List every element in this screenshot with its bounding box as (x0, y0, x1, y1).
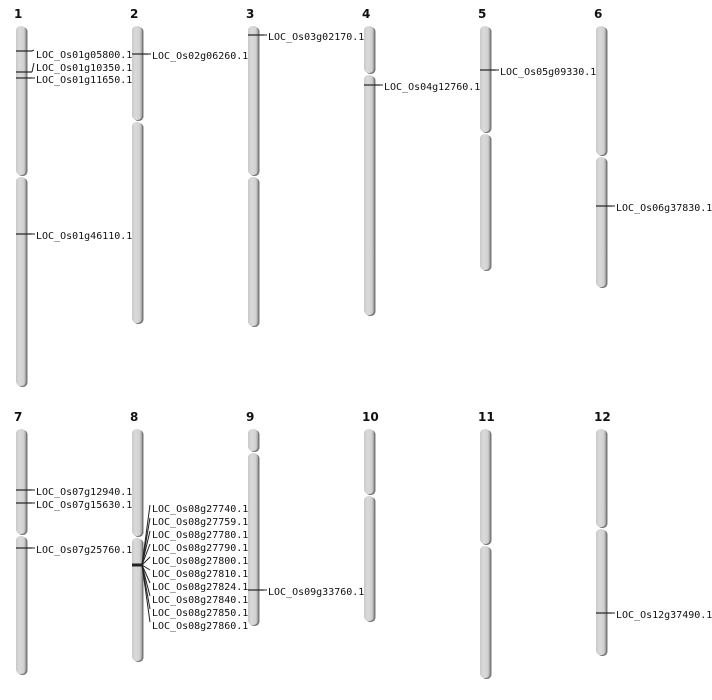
chromosome-number: 9 (246, 410, 254, 424)
chromosome-number: 11 (478, 410, 495, 424)
gene-label: LOC_Os08g27780.1 (152, 530, 248, 541)
gene-label: LOC_Os04g12760.1 (384, 82, 480, 93)
chromosome-q-arm (16, 177, 26, 386)
gene-label: LOC_Os12g37490.1 (616, 610, 712, 621)
chromosome-number: 3 (246, 7, 254, 21)
chromosome-p-arm (364, 429, 374, 494)
chromosome-number: 8 (130, 410, 138, 424)
gene-label: LOC_Os01g11650.1 (36, 75, 132, 86)
gene-connector (141, 564, 151, 571)
gene-label: LOC_Os08g27824.1 (152, 582, 248, 593)
chromosome-p-arm (480, 26, 490, 132)
gene-connector (141, 530, 151, 566)
chromosome-p-arm (16, 26, 26, 175)
gene-label: LOC_Os02g06260.1 (152, 51, 248, 62)
gene-label: LOC_Os07g25760.1 (36, 545, 132, 556)
chromosome-q-arm (364, 75, 374, 315)
gene-connector (141, 556, 151, 566)
gene-connector (141, 564, 151, 623)
chromosome-q-arm (480, 134, 490, 270)
gene-label: LOC_Os03g02170.1 (268, 32, 364, 43)
chromosome-p-arm (16, 429, 26, 534)
gene-connector (31, 49, 35, 52)
gene-label: LOC_Os08g27790.1 (152, 543, 248, 554)
gene-label: LOC_Os06g37830.1 (616, 203, 712, 214)
gene-label: LOC_Os08g27810.1 (152, 569, 248, 580)
gene-connector (141, 564, 151, 584)
gene-label: LOC_Os05g09330.1 (500, 67, 596, 78)
chromosome-q-arm (480, 546, 490, 678)
chromosome-number: 7 (14, 410, 22, 424)
gene-connector (31, 62, 35, 73)
chromosome-q-arm (132, 538, 142, 661)
gene-label: LOC_Os09g33760.1 (268, 587, 364, 598)
chromosome-number: 4 (362, 7, 370, 21)
chromosome-p-arm (132, 26, 142, 120)
gene-label: LOC_Os01g05800.1 (36, 50, 132, 61)
chromosome-p-arm (596, 429, 606, 527)
gene-label: LOC_Os01g10350.1 (36, 63, 132, 74)
chromosome-number: 1 (14, 7, 22, 21)
gene-label: LOC_Os08g27800.1 (152, 556, 248, 567)
chromosome-q-arm (16, 536, 26, 674)
chromosome-number: 5 (478, 7, 486, 21)
gene-label: LOC_Os08g27740.1 (152, 504, 248, 515)
chromosome-q-arm (132, 122, 142, 323)
chromosome-number: 12 (594, 410, 611, 424)
chromosome-p-arm (596, 26, 606, 155)
gene-label: LOC_Os08g27860.1 (152, 621, 248, 632)
chromosome-number: 10 (362, 410, 379, 424)
chromosome-p-arm (364, 26, 374, 73)
chromosome-number: 6 (594, 7, 602, 21)
chromosome-q-arm (596, 157, 606, 287)
gene-label: LOC_Os08g27840.1 (152, 595, 248, 606)
chromosome-p-arm (248, 429, 258, 451)
gene-label: LOC_Os07g15630.1 (36, 500, 132, 511)
gene-label: LOC_Os08g27850.1 (152, 608, 248, 619)
chromosome-p-arm (132, 429, 142, 536)
chromosome-number: 2 (130, 7, 138, 21)
gene-connector (141, 543, 151, 566)
chromosome-q-arm (248, 177, 258, 326)
gene-label: LOC_Os07g12940.1 (36, 487, 132, 498)
gene-label: LOC_Os08g27759.1 (152, 517, 248, 528)
chromosome-q-arm (248, 453, 258, 625)
chromosome-p-arm (480, 429, 490, 544)
chromosome-p-arm (248, 26, 258, 175)
chromosome-q-arm (596, 529, 606, 655)
chromosome-q-arm (364, 496, 374, 621)
gene-label: LOC_Os01g46110.1 (36, 231, 132, 242)
